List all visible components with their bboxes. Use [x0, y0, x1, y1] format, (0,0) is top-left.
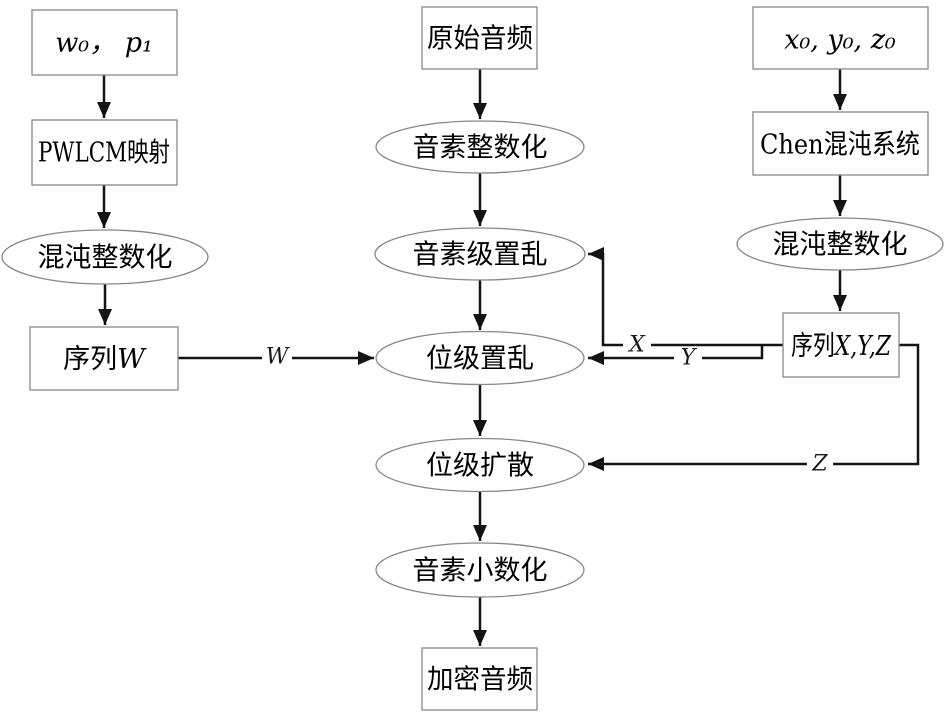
node-sequence-w: 序列W — [29, 326, 179, 391]
sequence-xyz-label: 序列X,Y,Z — [791, 331, 892, 362]
init-w-p-box — [31, 9, 178, 76]
bit-level-diffusion-ellipse — [375, 437, 585, 493]
encrypted-audio-box — [421, 647, 538, 711]
node-phoneme-decimalize: 音素小数化 — [375, 542, 585, 598]
phoneme-decimalize-label: 音素小数化 — [413, 556, 548, 587]
node-encrypted-audio: 加密音频 — [421, 647, 538, 711]
edge-label-z-bg — [807, 454, 833, 474]
edge-label-y-bg — [674, 348, 702, 368]
sequence-w-math: W — [117, 344, 147, 375]
arrow-x-seqxyz-to-phonemescramble — [588, 247, 783, 347]
init-w-p-label: w₀， p₁ — [55, 28, 153, 59]
node-init-xyz: x₀, y₀, z₀ — [752, 6, 929, 70]
node-sequence-xyz: 序列X,Y,Z — [782, 312, 900, 378]
pwlcm-map-box — [31, 119, 178, 186]
original-audio-label: 原始音频 — [427, 24, 533, 55]
encrypted-audio-label: 加密音频 — [427, 665, 533, 696]
edge-label-w: W — [266, 345, 291, 370]
chaos-integerize-right-ellipse — [736, 217, 944, 271]
chen-system-label: Chen混沌系统 — [760, 130, 920, 161]
node-original-audio: 原始音频 — [421, 6, 538, 70]
arrows-layer: W X Y Z — [97, 69, 920, 646]
init-xyz-label: x₀, y₀, z₀ — [784, 25, 896, 56]
node-bit-level-diffusion: 位级扩散 — [375, 437, 585, 493]
chen-system-box — [752, 111, 929, 176]
node-chen-system: Chen混沌系统 — [752, 111, 929, 176]
sequence-xyz-prefix: 序列 — [791, 331, 835, 362]
node-phoneme-integerize: 音素整数化 — [375, 120, 585, 174]
node-chaos-integerize-right: 混沌整数化 — [736, 217, 944, 271]
node-chaos-integerize-left: 混沌整数化 — [1, 229, 209, 285]
phoneme-integerize-ellipse — [375, 120, 585, 174]
chaos-integerize-left-ellipse — [1, 229, 209, 285]
node-phoneme-level-scramble: 音素级置乱 — [374, 227, 586, 281]
edge-label-x: X — [627, 333, 646, 358]
arrow-z-seqxyz-to-bitdiffusion — [588, 343, 920, 471]
sequence-xyz-math: X,Y,Z — [833, 331, 892, 362]
original-audio-box — [421, 6, 538, 70]
node-pwlcm-map: PWLCM映射 — [31, 119, 178, 186]
sequence-w-prefix: 序列 — [63, 344, 117, 375]
edge-label-z: Z — [811, 452, 828, 477]
chaos-integerize-left-label: 混沌整数化 — [38, 243, 173, 274]
sequence-xyz-box — [782, 312, 900, 378]
sequence-w-label: 序列W — [63, 344, 147, 375]
phoneme-decimalize-ellipse — [375, 542, 585, 598]
phoneme-level-scramble-ellipse — [374, 227, 586, 281]
pwlcm-map-label: PWLCM映射 — [38, 138, 170, 169]
edge-label-x-bg — [623, 335, 651, 355]
chaos-integerize-right-label: 混沌整数化 — [773, 230, 908, 261]
node-bit-level-scramble: 位级置乱 — [375, 330, 585, 386]
bit-level-scramble-label: 位级置乱 — [426, 344, 534, 375]
bit-level-diffusion-label: 位级扩散 — [426, 451, 534, 482]
edge-label-w-bg — [262, 347, 292, 368]
arrow-y-seqxyz-to-bitscramble — [588, 345, 764, 365]
bit-level-scramble-ellipse — [375, 330, 585, 386]
init-xyz-box — [752, 6, 929, 70]
phoneme-level-scramble-label: 音素级置乱 — [413, 240, 548, 271]
edge-label-y: Y — [681, 346, 698, 371]
node-init-w-p: w₀， p₁ — [31, 9, 178, 76]
sequence-w-box — [29, 326, 179, 391]
phoneme-integerize-label: 音素整数化 — [413, 133, 548, 164]
